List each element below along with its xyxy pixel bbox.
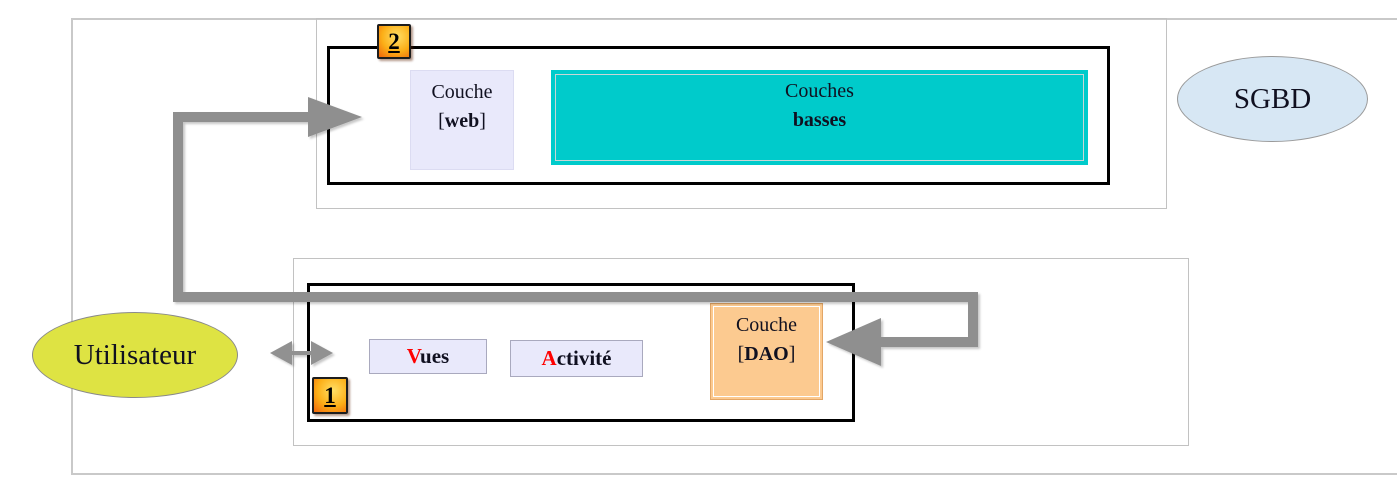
badge-1-number: 1 [324, 382, 336, 408]
dao-layer-box: Couche [DAO] [710, 303, 823, 400]
badge-2: 2 [377, 24, 411, 59]
lower-layers-subtitle: basses [792, 109, 847, 131]
lower-layers-box: Couches basses [551, 70, 1088, 165]
web-layer-box: Couche [web] [410, 70, 514, 170]
dao-layer-title: Couche [735, 314, 798, 336]
activity-label: Activité [541, 346, 612, 370]
badge-2-number: 2 [388, 28, 400, 54]
web-layer-name: [web] [438, 110, 486, 132]
web-layer-title: Couche [431, 81, 493, 103]
user-actor-ellipse: Utilisateur [32, 312, 238, 398]
badge-1: 1 [312, 377, 348, 414]
dao-layer-name: [DAO] [737, 343, 796, 365]
database-actor-ellipse: SGBD [1177, 56, 1368, 142]
user-actor-label: Utilisateur [73, 338, 197, 371]
views-box: Vues [369, 339, 487, 374]
views-label: Vues [406, 344, 450, 368]
lower-layers-title: Couches [785, 80, 854, 102]
database-actor-label: SGBD [1233, 82, 1312, 115]
diagram-outer-frame [71, 18, 1397, 475]
activity-box: Activité [510, 340, 643, 377]
